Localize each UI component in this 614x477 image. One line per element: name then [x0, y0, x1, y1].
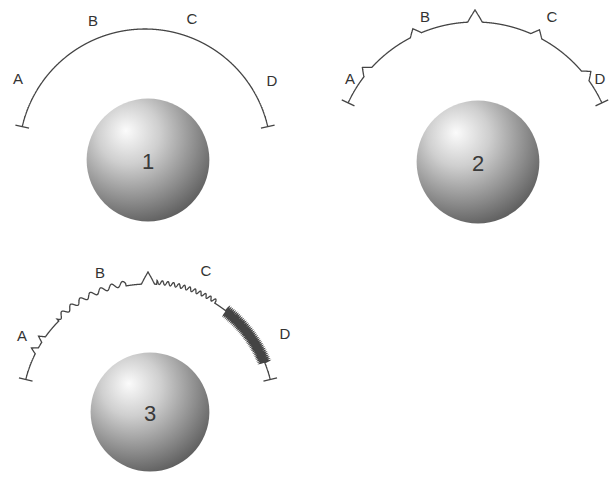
- arc-end-tick: [15, 125, 29, 128]
- segment-label: C: [547, 8, 558, 25]
- arc-end-tick: [261, 125, 275, 128]
- arc-end-tick: [263, 378, 277, 381]
- segment-label: B: [88, 12, 98, 29]
- sphere: 1: [86, 98, 210, 222]
- segment-label: A: [345, 70, 355, 87]
- segment-label: B: [95, 264, 105, 281]
- segment-label: A: [17, 327, 27, 344]
- sphere: 2: [416, 100, 540, 224]
- segment-label: A: [13, 70, 23, 87]
- segment-label: B: [420, 8, 430, 25]
- arc-end-tick: [19, 378, 33, 381]
- segment-label: D: [267, 72, 278, 89]
- segment-label: C: [187, 10, 198, 27]
- sphere: 3: [90, 352, 210, 472]
- sphere-number: 2: [472, 151, 484, 177]
- segment-label: C: [201, 262, 212, 279]
- arc-end-tick: [596, 100, 609, 106]
- arc-end-tick: [342, 100, 355, 106]
- arc-path: [348, 10, 602, 103]
- sphere-number: 1: [142, 149, 154, 175]
- sphere-number: 3: [144, 401, 156, 427]
- segment-label: D: [595, 70, 606, 87]
- segment-label: D: [280, 325, 291, 342]
